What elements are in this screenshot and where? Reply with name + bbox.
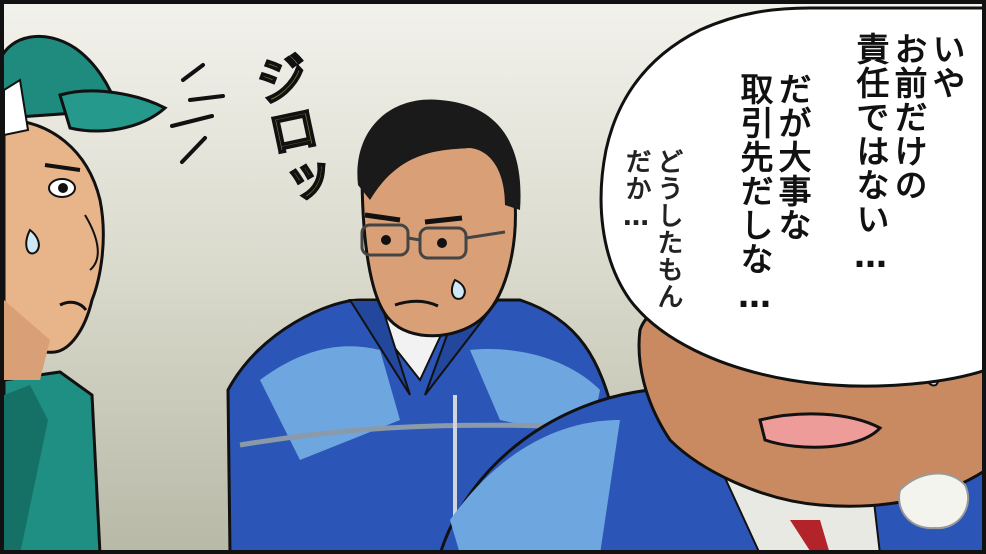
speech-bubble-shape	[599, 6, 986, 388]
speech-line-2: お前だけの	[889, 32, 928, 202]
green-cap-worker	[0, 34, 168, 554]
speech-line-6: どうしたもん	[653, 148, 683, 310]
speed-lines	[170, 63, 225, 164]
speech-line-7: だか…	[621, 148, 651, 233]
glasses-man	[226, 99, 622, 554]
speech-line-5: 取引先だしな…	[735, 72, 774, 316]
speech-line-3: 責任ではない…	[851, 32, 890, 276]
speech-line-4: だが大事な	[773, 72, 812, 242]
speech-line-1: いや	[927, 32, 966, 100]
